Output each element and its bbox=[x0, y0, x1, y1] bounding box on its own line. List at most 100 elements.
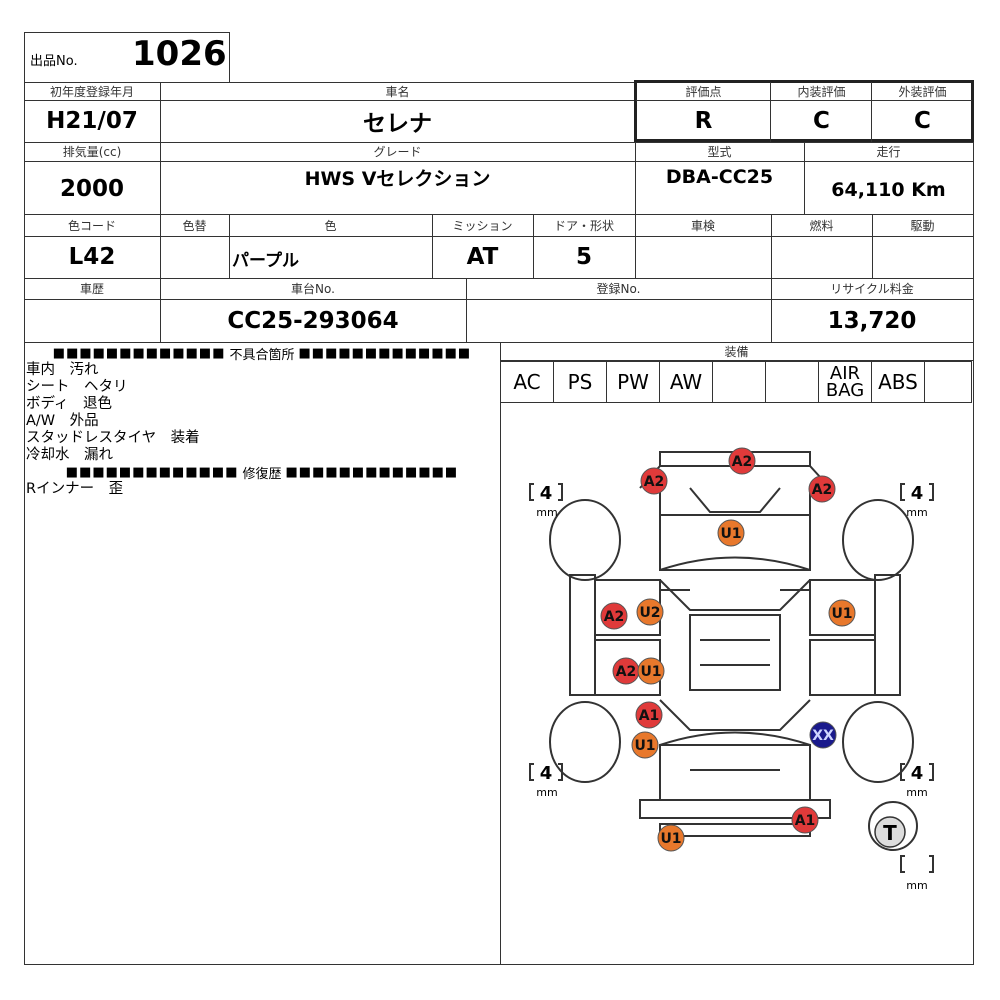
front-left-wheel bbox=[549, 499, 621, 581]
reg-value bbox=[466, 299, 771, 342]
svg-text:XX: XX bbox=[812, 728, 834, 744]
svg-text:A2: A2 bbox=[616, 664, 637, 680]
grade-label: グレード bbox=[373, 145, 422, 159]
hood bbox=[659, 514, 811, 571]
damage-marker-a2: A2 bbox=[612, 657, 640, 685]
square-rule-icon: ■■■■■■■■■■■■■ bbox=[52, 345, 226, 361]
recycle-value: 13,720 bbox=[827, 307, 917, 334]
defect-item: 冷却水 漏れ bbox=[26, 447, 113, 463]
model-label: 型式 bbox=[707, 145, 732, 159]
grade-value: HWS Vセレクション bbox=[304, 167, 491, 190]
mission-label: ミッション bbox=[452, 218, 513, 233]
defects-title: 不具合箇所 bbox=[229, 347, 295, 363]
model-value: DBA-CC25 bbox=[665, 166, 774, 188]
tire-depth-fr: 4 bbox=[911, 483, 924, 504]
damage-marker-a2: A2 bbox=[808, 475, 836, 503]
color-label: 色 bbox=[324, 218, 337, 233]
defect-item: A/W 外品 bbox=[26, 413, 99, 429]
car-name-label: 車名 bbox=[385, 84, 410, 99]
right-rear-door bbox=[809, 639, 876, 696]
tire-depth-rr: 4 bbox=[911, 763, 924, 784]
first-reg-label: 初年度登録年月 bbox=[49, 84, 134, 99]
repair-item: Rインナー 歪 bbox=[26, 481, 124, 497]
exterior-label: 外装評価 bbox=[898, 84, 947, 99]
damage-marker-u1: U1 bbox=[657, 824, 685, 852]
spare-tire bbox=[868, 801, 918, 851]
right-side-panel bbox=[874, 574, 901, 696]
defect-item: 車内 汚れ bbox=[26, 362, 99, 378]
rear-right-wheel bbox=[842, 701, 914, 783]
lot-label: 出品No. bbox=[30, 54, 78, 69]
roof bbox=[689, 614, 781, 691]
mileage-label: 走行 bbox=[876, 145, 901, 159]
displacement-label: 排気量(cc) bbox=[62, 145, 122, 159]
svg-text:U1: U1 bbox=[640, 664, 661, 680]
first-reg-value: H21/07 bbox=[46, 108, 138, 134]
damage-marker-a2: A2 bbox=[728, 447, 756, 475]
damage-marker-u2: U2 bbox=[636, 598, 664, 626]
svg-text:U1: U1 bbox=[634, 738, 655, 754]
tire-depth-fl: 4 bbox=[540, 483, 553, 504]
equipment-pw: PW bbox=[607, 362, 660, 402]
lot-number: 1026 bbox=[132, 34, 227, 74]
square-rule-icon: ■■■■■■■■■■■■■ bbox=[65, 464, 239, 480]
equipment-slot bbox=[766, 362, 819, 402]
defect-item: シート ヘタリ bbox=[26, 379, 128, 395]
left-side-panel bbox=[569, 574, 596, 696]
square-rule-icon: ■■■■■■■■■■■■■ bbox=[285, 464, 459, 480]
chassis-value: CC25-293064 bbox=[227, 307, 399, 334]
exterior-value: C bbox=[914, 108, 931, 134]
rear-gate bbox=[659, 744, 811, 801]
car-name-value: セレナ bbox=[363, 111, 432, 137]
repairs-list: Rインナー 歪 bbox=[26, 481, 123, 498]
score-label: 評価点 bbox=[685, 84, 722, 99]
score-divider-2 bbox=[871, 82, 872, 142]
damage-marker-a1: A1 bbox=[635, 701, 663, 729]
history-label: 車歴 bbox=[79, 282, 104, 296]
equipment-title: 装備 bbox=[724, 344, 749, 359]
defect-item: ボディ 退色 bbox=[26, 396, 112, 412]
damage-marker-u1: U1 bbox=[631, 731, 659, 759]
score-divider-1 bbox=[770, 82, 771, 142]
spare-icon-circle bbox=[874, 816, 906, 848]
svg-text:A1: A1 bbox=[639, 708, 660, 724]
score-box bbox=[634, 80, 974, 142]
drive-label: 駆動 bbox=[910, 218, 935, 233]
svg-text:U1: U1 bbox=[660, 831, 681, 847]
right-front-door bbox=[809, 579, 876, 636]
equipment-ps: PS bbox=[554, 362, 607, 402]
mission-value: AT bbox=[466, 244, 499, 270]
equipment-slot bbox=[713, 362, 766, 402]
equipment-aw: AW bbox=[660, 362, 713, 402]
equipment-ac: AC bbox=[501, 362, 554, 402]
mileage-value: 64,110 Km bbox=[831, 179, 946, 201]
defect-item: スタッドレスタイヤ 装着 bbox=[26, 430, 200, 446]
repaint-label: 色替 bbox=[182, 218, 207, 233]
damage-marker-xx: XX bbox=[809, 721, 837, 749]
color-code-value: L42 bbox=[68, 244, 116, 270]
damage-marker-a2: A2 bbox=[640, 467, 668, 495]
door-label: ドア・形状 bbox=[553, 218, 614, 233]
chassis-label: 車台No. bbox=[291, 282, 335, 296]
damage-marker-u1: U1 bbox=[828, 599, 856, 627]
equipment-grid: AC PS PW AW AIR BAG ABS bbox=[500, 361, 972, 403]
reg-label: 登録No. bbox=[596, 282, 641, 296]
recycle-label: リサイクル料金 bbox=[830, 282, 914, 296]
inspection-value bbox=[635, 236, 771, 278]
drive-value bbox=[872, 236, 973, 278]
displacement-value: 2000 bbox=[59, 176, 124, 202]
interior-label: 内装評価 bbox=[797, 84, 846, 99]
svg-text:A1: A1 bbox=[795, 813, 816, 829]
unit-spare: mm bbox=[906, 879, 927, 892]
interior-value: C bbox=[813, 108, 830, 134]
svg-text:U2: U2 bbox=[639, 605, 660, 621]
svg-text:U1: U1 bbox=[831, 606, 852, 622]
defects-header: ■■■■■■■■■■■■■ 不具合箇所 ■■■■■■■■■■■■■ bbox=[26, 344, 498, 363]
rear-bumper bbox=[639, 799, 831, 819]
repairs-title: 修復歴 bbox=[242, 466, 282, 482]
repairs-header: ■■■■■■■■■■■■■ 修復歴 ■■■■■■■■■■■■■ bbox=[26, 463, 498, 482]
svg-text:A2: A2 bbox=[732, 454, 753, 470]
lot-box bbox=[24, 32, 230, 82]
